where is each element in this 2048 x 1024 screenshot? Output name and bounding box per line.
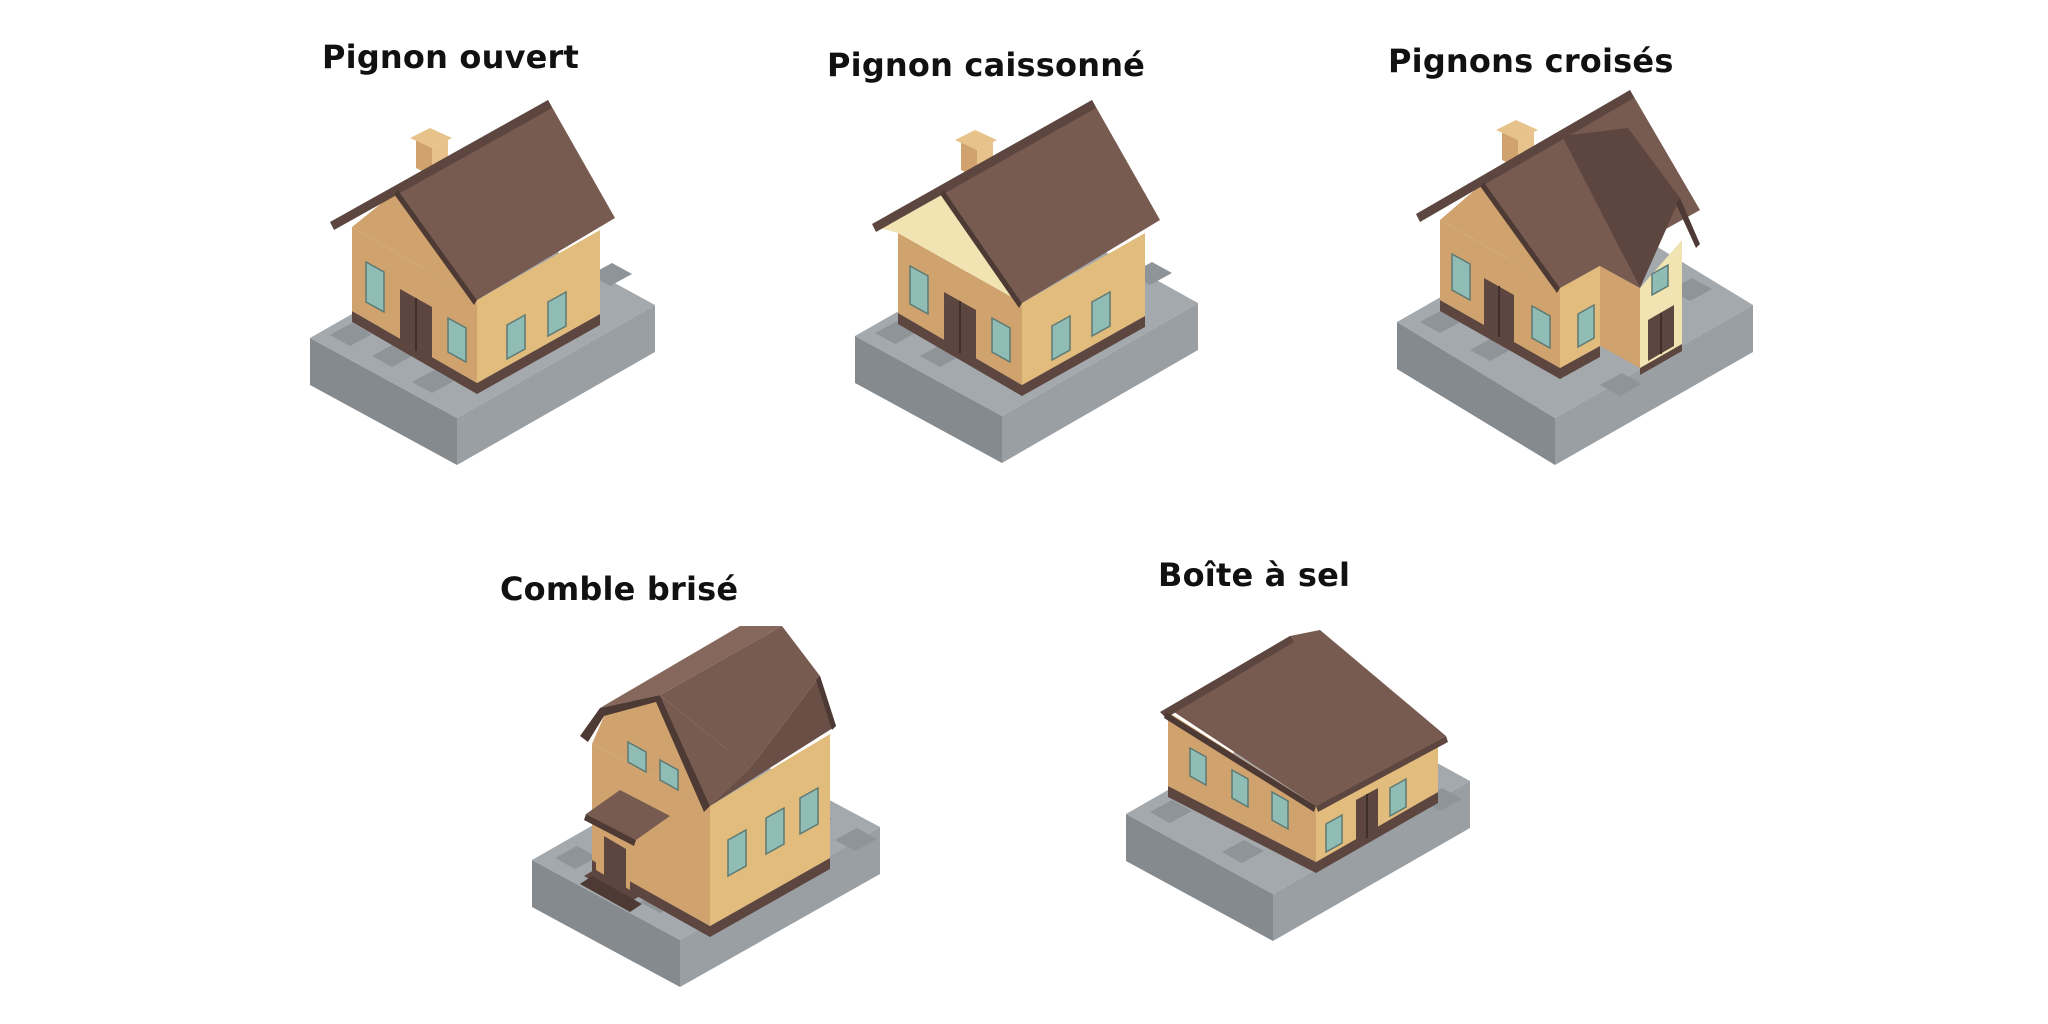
door <box>1356 788 1378 844</box>
roof <box>1416 90 1700 293</box>
roof <box>330 100 615 305</box>
porch <box>580 790 670 912</box>
windows <box>909 264 1111 364</box>
doors <box>1484 278 1674 361</box>
house-gambrel <box>532 626 880 987</box>
boxed-gable-infill <box>880 190 1022 303</box>
door <box>400 289 432 360</box>
door <box>944 292 976 362</box>
windows <box>1451 252 1669 350</box>
label-boxed-gable: Pignon caissonné <box>827 46 1146 84</box>
label-gambrel: Comble brisé <box>500 570 739 608</box>
label-open-gable: Pignon ouvert <box>322 38 580 76</box>
windows <box>365 260 567 364</box>
label-saltbox: Boîte à sel <box>1158 556 1351 594</box>
windows <box>1189 746 1407 854</box>
gambrel-roof <box>580 626 836 812</box>
label-cross-gable: Pignons croisés <box>1388 42 1674 80</box>
house-saltbox <box>1126 630 1470 941</box>
roof <box>1160 630 1448 812</box>
roof <box>872 100 1160 308</box>
windows <box>627 740 819 878</box>
house-open-gable <box>310 100 655 465</box>
house-boxed-gable <box>855 100 1198 463</box>
house-cross-gable <box>1397 90 1753 465</box>
